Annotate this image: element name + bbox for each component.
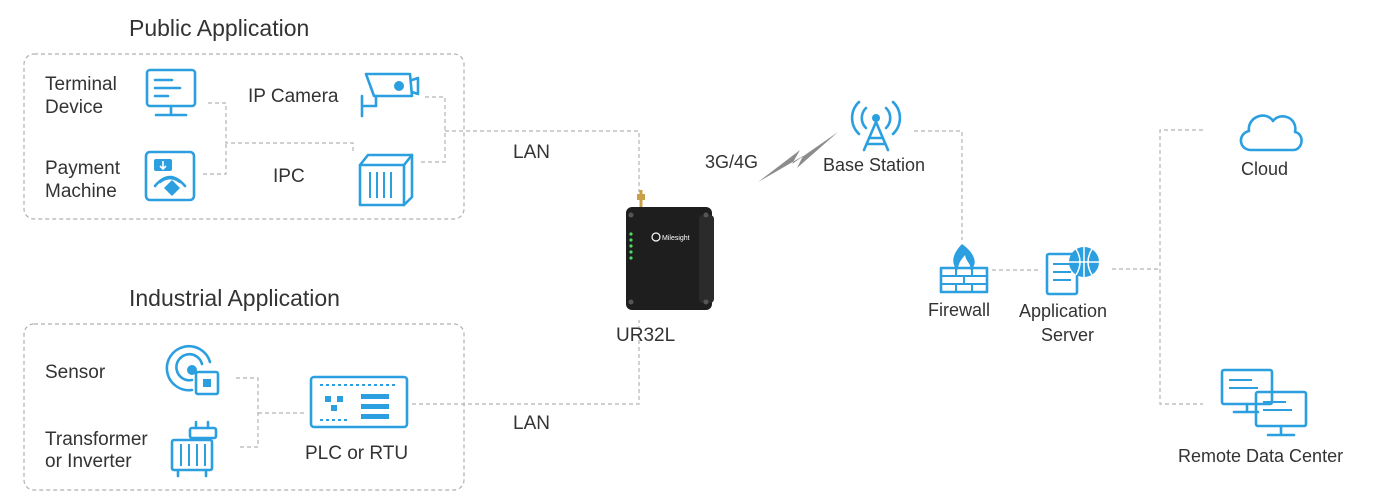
cellular-link-label: 3G/4G — [705, 152, 758, 172]
router-brand-label: Milesight — [662, 235, 690, 242]
plc-board-icon — [309, 375, 409, 429]
remote-data-center-label: Remote Data Center — [1178, 446, 1343, 466]
transformer-label-line2: or Inverter — [45, 451, 132, 472]
payment-machine-label-line1: Payment — [45, 158, 121, 179]
firewall-icon — [939, 244, 989, 294]
ip-camera-label: IP Camera — [248, 86, 339, 107]
industrial-application-title: Industrial Application — [129, 285, 340, 311]
transformer-icon — [170, 420, 218, 478]
cloud-icon — [1239, 114, 1303, 152]
public-application-title: Public Application — [129, 15, 309, 41]
public-application-box — [23, 53, 465, 220]
firewall-label: Firewall — [928, 300, 990, 320]
lan-top-label: LAN — [513, 142, 550, 163]
transformer-label-line1: Transformer — [45, 429, 148, 450]
application-server-label-line1: Application — [1019, 301, 1107, 321]
industrial-pc-icon — [358, 153, 414, 207]
cctv-camera-icon — [360, 72, 420, 118]
payment-terminal-icon — [144, 150, 196, 202]
sensor-icon — [165, 344, 220, 396]
computers-icon — [1220, 368, 1308, 437]
router-label: UR32L — [616, 325, 675, 346]
monitor-icon — [145, 68, 197, 117]
cloud-label: Cloud — [1241, 159, 1288, 179]
sensor-label: Sensor — [45, 362, 106, 383]
router-device-icon: Milesight — [626, 190, 714, 310]
application-server-label-line2: Server — [1041, 325, 1094, 345]
lightning-link-icon — [758, 132, 838, 182]
lan-bottom-label: LAN — [513, 413, 550, 434]
base-station-label: Base Station — [823, 155, 925, 175]
terminal-device-label-line1: Terminal — [45, 74, 117, 95]
ipc-label: IPC — [273, 166, 305, 187]
plc-rtu-label: PLC or RTU — [305, 443, 408, 464]
antenna-tower-icon — [850, 100, 902, 152]
industrial-application-box — [23, 323, 465, 491]
payment-machine-label-line2: Machine — [45, 181, 117, 202]
web-server-icon — [1045, 247, 1099, 296]
connector-lines — [203, 96, 1203, 448]
terminal-device-label-line2: Device — [45, 97, 103, 118]
